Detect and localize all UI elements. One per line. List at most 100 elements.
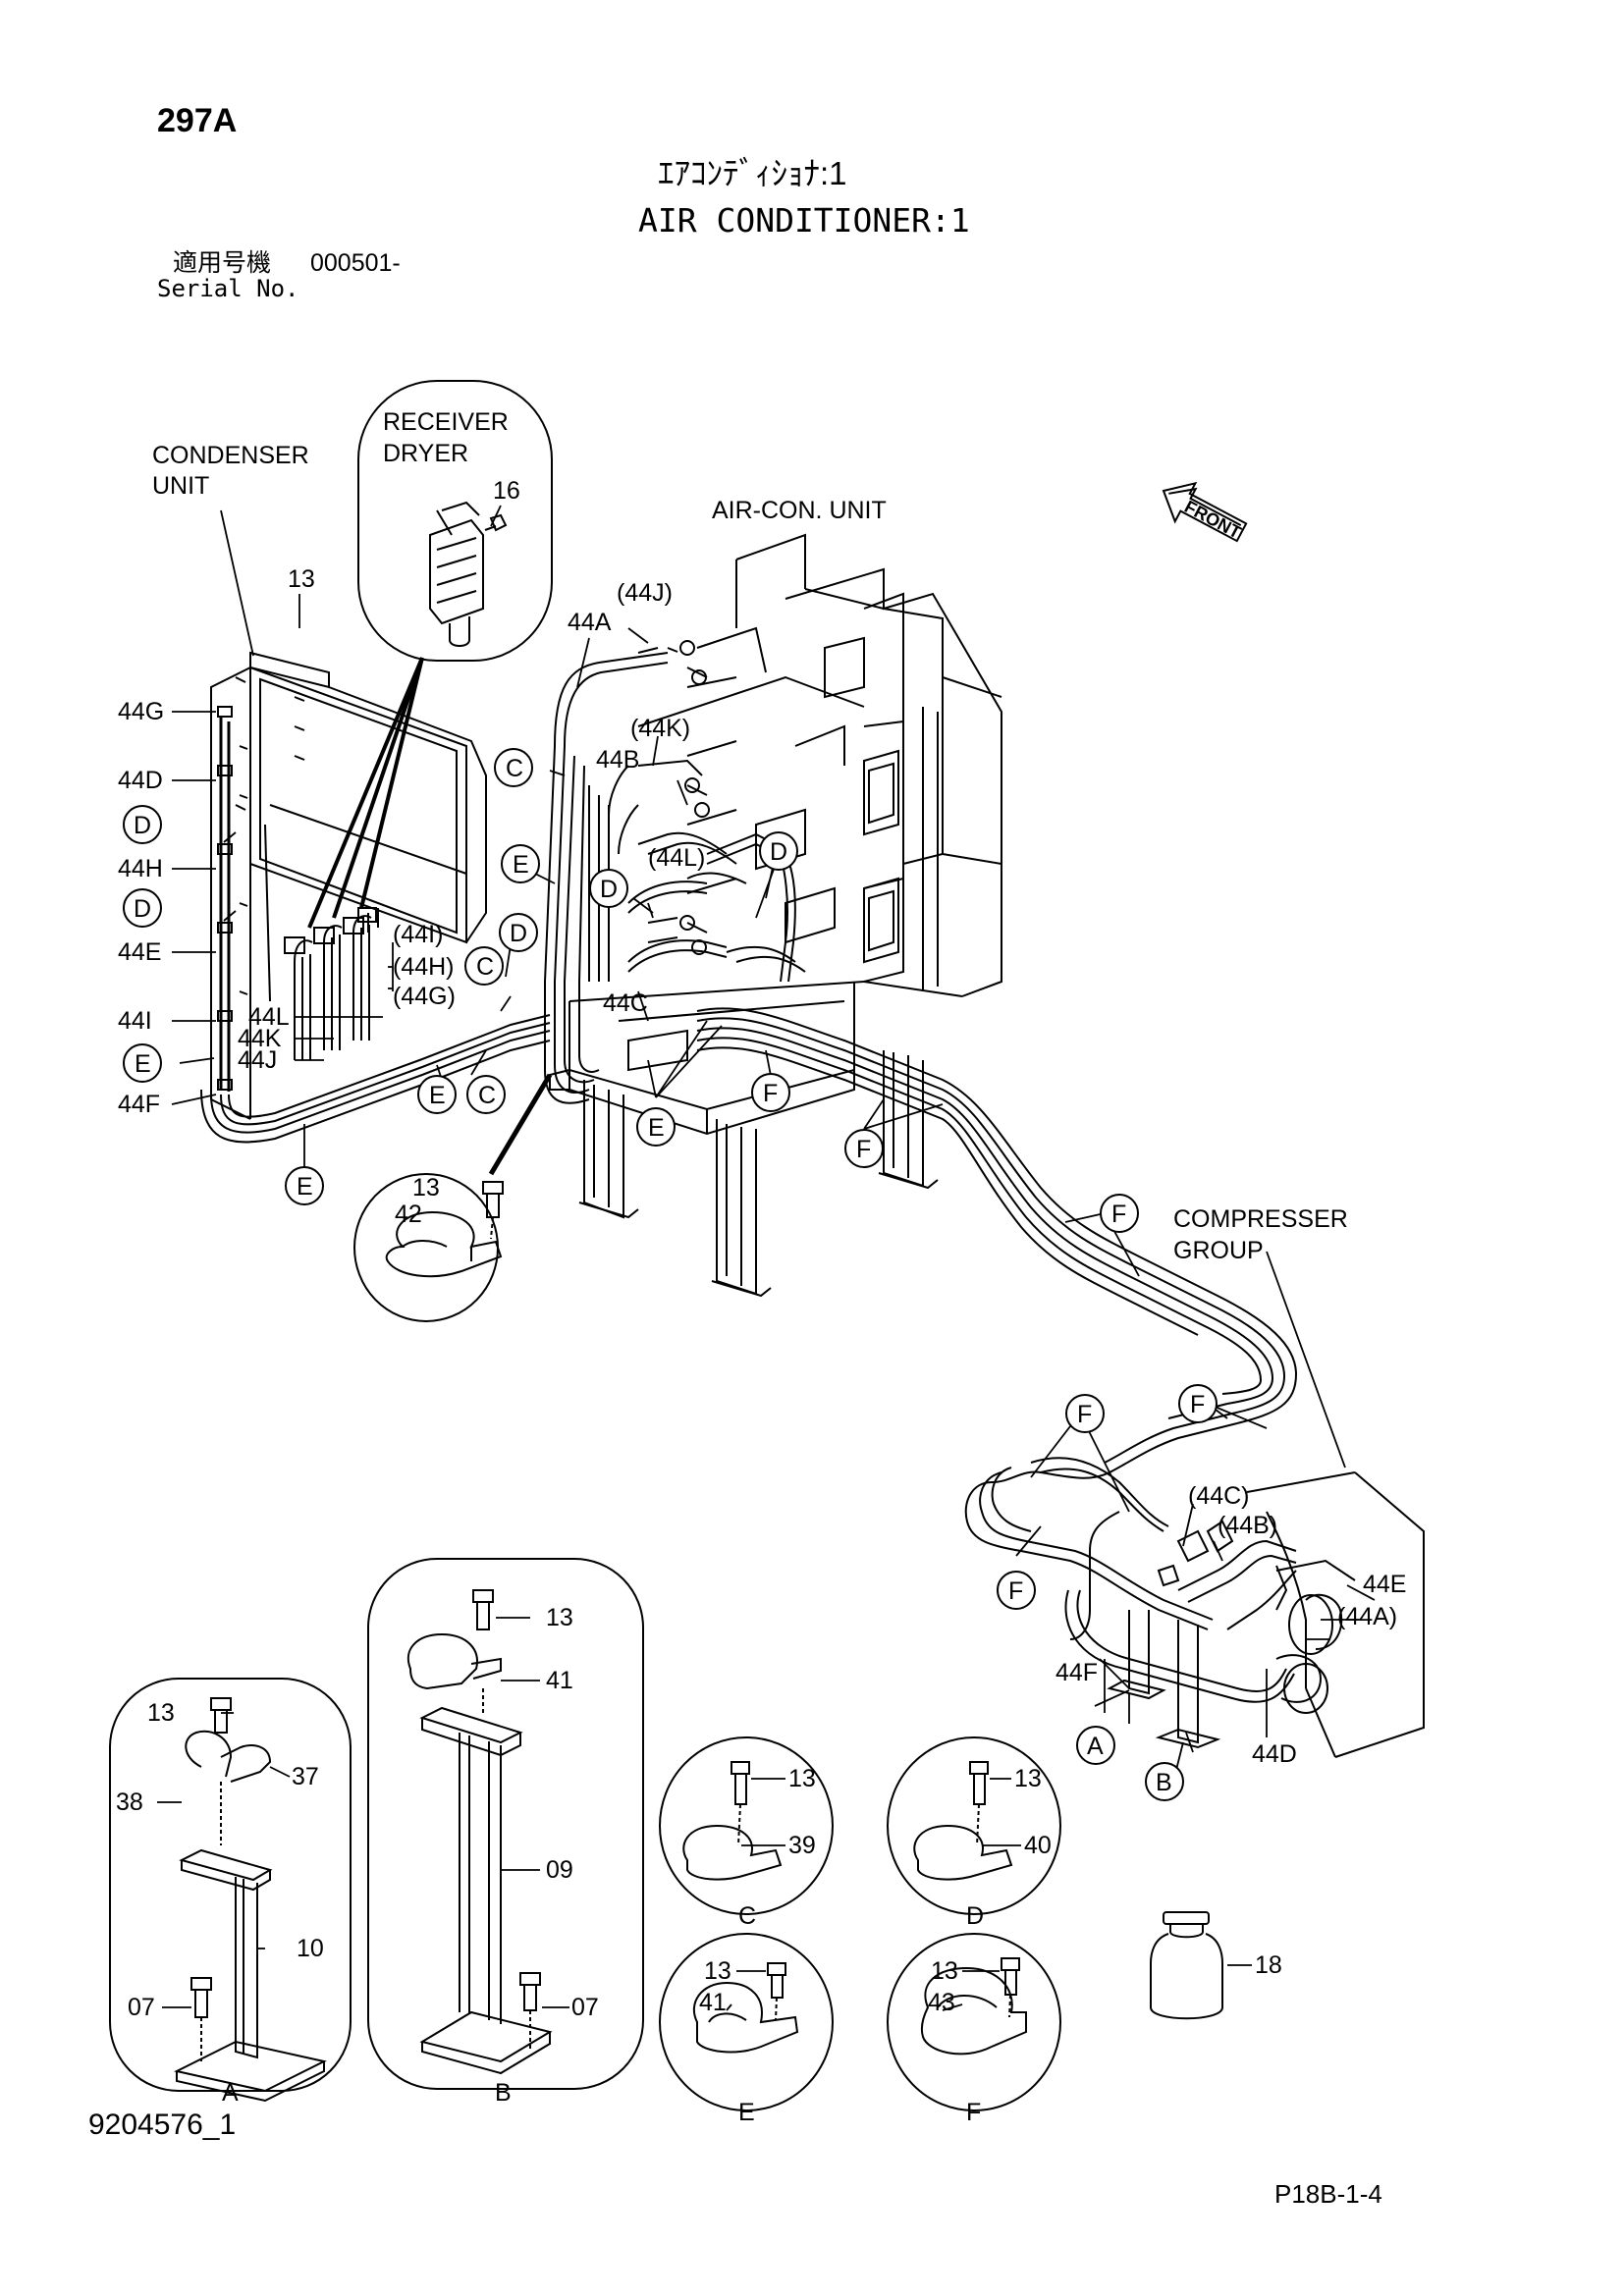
serial-range: 000501- xyxy=(310,249,401,277)
serial-label-japanese: 適用号機 xyxy=(173,249,272,277)
part-44H: 44H xyxy=(118,855,163,882)
bottle-18 xyxy=(1150,1911,1223,2020)
part-44L: 44L xyxy=(248,1003,290,1031)
part-07-detailA: 07 xyxy=(128,1994,155,2021)
part-44H-paren: (44H) xyxy=(393,953,455,981)
callout-F: F xyxy=(856,1136,871,1163)
part-44D-comp: 44D xyxy=(1252,1740,1297,1768)
callout-circle xyxy=(466,1075,506,1114)
callout-circle xyxy=(501,844,540,883)
part-44L-paren: (44L) xyxy=(648,844,705,872)
part-09: 09 xyxy=(546,1856,573,1884)
callout-F: F xyxy=(1077,1401,1092,1428)
callout-circle xyxy=(123,805,162,844)
part-13-detailB: 13 xyxy=(546,1604,573,1631)
callout-circle xyxy=(123,1043,162,1083)
callout-circle xyxy=(636,1107,676,1147)
title-english: AIR CONDITIONER:1 xyxy=(638,201,970,240)
callout-circle xyxy=(499,913,538,952)
detail-label-D: D xyxy=(966,1902,984,1930)
aircon-hose-fittings xyxy=(637,640,806,983)
leader-lines xyxy=(157,505,1376,2011)
callout-circle xyxy=(285,1166,324,1205)
callout-C: C xyxy=(506,755,523,782)
callout-C: C xyxy=(476,953,494,981)
vertical-hose-bundle xyxy=(544,652,737,1104)
drawing-number: 9204576_1 xyxy=(88,2109,237,2141)
clamp-42-callout xyxy=(353,1173,504,1322)
part-13-clamp: 13 xyxy=(412,1174,440,1201)
receiver-leader-lines xyxy=(307,657,424,929)
callout-D: D xyxy=(134,812,151,839)
aircon-label: AIR-CON. UNIT xyxy=(712,497,887,524)
callout-circle xyxy=(997,1571,1036,1610)
callout-E: E xyxy=(297,1173,313,1201)
part-44C: 44C xyxy=(603,989,648,1017)
callout-B: B xyxy=(1156,1769,1172,1796)
callout-D: D xyxy=(770,838,787,866)
callout-circle xyxy=(1065,1394,1105,1433)
callout-circle xyxy=(759,831,798,871)
detail-label-E: E xyxy=(738,2099,755,2126)
callout-circle xyxy=(464,946,504,986)
part-42: 42 xyxy=(395,1201,422,1228)
detail-C-bubble xyxy=(659,1736,834,1915)
callout-F: F xyxy=(1190,1391,1205,1418)
page-reference: P18B-1-4 xyxy=(1274,2179,1382,2209)
part-38: 38 xyxy=(116,1789,143,1816)
callout-circle xyxy=(1076,1726,1115,1765)
detail-label-B: B xyxy=(495,2079,512,2107)
callout-E: E xyxy=(513,851,529,879)
callout-E: E xyxy=(135,1050,151,1078)
part-44I-paren: (44I) xyxy=(393,921,443,948)
part-44J: 44J xyxy=(238,1046,277,1074)
page-code: 297A xyxy=(157,102,238,139)
detail-label-A: A xyxy=(222,2079,239,2107)
part-13-detailE: 13 xyxy=(704,1957,731,1985)
part-44K-paren: (44K) xyxy=(630,715,690,742)
condenser-pipe-bundle xyxy=(200,907,551,1144)
callout-E: E xyxy=(648,1114,665,1142)
part-44A: 44A xyxy=(568,609,612,636)
receiver-dryer-callout xyxy=(357,380,553,662)
part-13-detailC: 13 xyxy=(788,1765,816,1792)
part-44D: 44D xyxy=(118,767,163,794)
condenser-label-line2: UNIT xyxy=(152,472,209,500)
callout-circle xyxy=(494,748,533,787)
callout-D: D xyxy=(510,920,527,947)
part-44A-paren: (44A) xyxy=(1337,1603,1397,1630)
part-40: 40 xyxy=(1024,1832,1052,1859)
front-arrow-label: FRONT xyxy=(1181,497,1244,543)
callout-F: F xyxy=(1111,1201,1126,1228)
aircon-unit-drawing xyxy=(549,533,1002,1298)
part-16: 16 xyxy=(493,477,520,505)
detail-label-C: C xyxy=(738,1902,756,1930)
clamp-42-leader xyxy=(488,1073,553,1176)
detail-B-bubble xyxy=(367,1558,644,2090)
condenser-label-line1: CONDENSER xyxy=(152,442,309,469)
callout-D: D xyxy=(134,895,151,923)
callout-circle xyxy=(1145,1762,1184,1801)
part-37: 37 xyxy=(292,1763,319,1790)
callout-circle xyxy=(844,1129,884,1168)
part-44F: 44F xyxy=(118,1091,160,1118)
part-13-detailF: 13 xyxy=(931,1957,958,1985)
compressor-label-line1: COMPRESSER xyxy=(1173,1205,1348,1233)
callout-circle xyxy=(417,1075,457,1114)
main-pipe-run xyxy=(696,1007,1298,1703)
detail-label-F: F xyxy=(966,2099,981,2126)
part-44J-paren: (44J) xyxy=(617,579,673,607)
callout-circle xyxy=(751,1073,790,1112)
part-18: 18 xyxy=(1255,1951,1282,1979)
callout-A: A xyxy=(1087,1733,1104,1760)
part-44E: 44E xyxy=(118,938,161,966)
detail-D-bubble xyxy=(887,1736,1061,1915)
compressor-label-line2: GROUP xyxy=(1173,1237,1264,1264)
part-44E-comp: 44E xyxy=(1363,1571,1406,1598)
serial-label-english: Serial No. xyxy=(157,275,299,302)
callout-circle xyxy=(589,869,628,908)
part-44C-paren: (44C) xyxy=(1188,1482,1250,1510)
part-13-detailD: 13 xyxy=(1014,1765,1042,1792)
detail-A-bubble xyxy=(109,1678,352,2103)
